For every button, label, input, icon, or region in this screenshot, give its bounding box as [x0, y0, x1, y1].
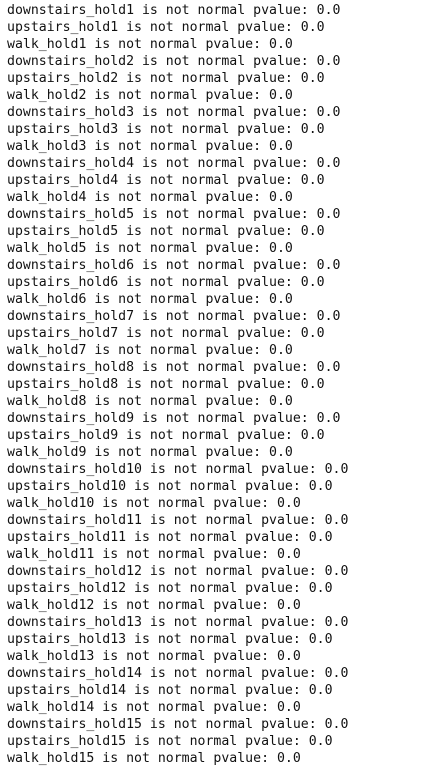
output-line: upstairs_hold11 is not normal pvalue: 0.…: [7, 530, 333, 545]
output-line: upstairs_hold5 is not normal pvalue: 0.0: [7, 224, 325, 239]
output-line: downstairs_hold7 is not normal pvalue: 0…: [7, 309, 341, 324]
output-line: walk_hold13 is not normal pvalue: 0.0: [7, 649, 301, 664]
output-line: downstairs_hold5 is not normal pvalue: 0…: [7, 207, 341, 222]
output-line: walk_hold2 is not normal pvalue: 0.0: [7, 88, 293, 103]
output-line: walk_hold5 is not normal pvalue: 0.0: [7, 241, 293, 256]
console-output: downstairs_hold1 is not normal pvalue: 0…: [7, 2, 348, 767]
output-line: downstairs_hold10 is not normal pvalue: …: [7, 462, 349, 477]
output-line: upstairs_hold9 is not normal pvalue: 0.0: [7, 428, 325, 443]
output-line: downstairs_hold1 is not normal pvalue: 0…: [7, 3, 341, 18]
output-line: upstairs_hold13 is not normal pvalue: 0.…: [7, 632, 333, 647]
output-line: walk_hold8 is not normal pvalue: 0.0: [7, 394, 293, 409]
output-line: upstairs_hold14 is not normal pvalue: 0.…: [7, 683, 333, 698]
output-line: downstairs_hold6 is not normal pvalue: 0…: [7, 258, 341, 273]
output-line: upstairs_hold8 is not normal pvalue: 0.0: [7, 377, 325, 392]
output-line: upstairs_hold7 is not normal pvalue: 0.0: [7, 326, 325, 341]
output-line: downstairs_hold14 is not normal pvalue: …: [7, 666, 349, 681]
output-line: downstairs_hold8 is not normal pvalue: 0…: [7, 360, 341, 375]
output-line: downstairs_hold15 is not normal pvalue: …: [7, 717, 349, 732]
output-line: walk_hold7 is not normal pvalue: 0.0: [7, 343, 293, 358]
output-line: downstairs_hold13 is not normal pvalue: …: [7, 615, 349, 630]
output-line: walk_hold14 is not normal pvalue: 0.0: [7, 700, 301, 715]
output-line: walk_hold15 is not normal pvalue: 0.0: [7, 751, 301, 766]
output-line: upstairs_hold1 is not normal pvalue: 0.0: [7, 20, 325, 35]
output-line: walk_hold1 is not normal pvalue: 0.0: [7, 37, 293, 52]
output-line: upstairs_hold12 is not normal pvalue: 0.…: [7, 581, 333, 596]
output-line: downstairs_hold11 is not normal pvalue: …: [7, 513, 349, 528]
output-line: walk_hold6 is not normal pvalue: 0.0: [7, 292, 293, 307]
output-line: downstairs_hold4 is not normal pvalue: 0…: [7, 156, 341, 171]
output-line: downstairs_hold12 is not normal pvalue: …: [7, 564, 349, 579]
output-line: walk_hold11 is not normal pvalue: 0.0: [7, 547, 301, 562]
output-line: upstairs_hold10 is not normal pvalue: 0.…: [7, 479, 333, 494]
output-line: downstairs_hold2 is not normal pvalue: 0…: [7, 54, 341, 69]
output-line: upstairs_hold6 is not normal pvalue: 0.0: [7, 275, 325, 290]
output-line: walk_hold9 is not normal pvalue: 0.0: [7, 445, 293, 460]
output-line: upstairs_hold2 is not normal pvalue: 0.0: [7, 71, 325, 86]
output-line: upstairs_hold3 is not normal pvalue: 0.0: [7, 122, 325, 137]
output-line: walk_hold4 is not normal pvalue: 0.0: [7, 190, 293, 205]
output-line: downstairs_hold9 is not normal pvalue: 0…: [7, 411, 341, 426]
output-line: downstairs_hold3 is not normal pvalue: 0…: [7, 105, 341, 120]
output-line: upstairs_hold4 is not normal pvalue: 0.0: [7, 173, 325, 188]
output-line: walk_hold10 is not normal pvalue: 0.0: [7, 496, 301, 511]
output-line: walk_hold12 is not normal pvalue: 0.0: [7, 598, 301, 613]
output-line: upstairs_hold15 is not normal pvalue: 0.…: [7, 734, 333, 749]
output-line: walk_hold3 is not normal pvalue: 0.0: [7, 139, 293, 154]
